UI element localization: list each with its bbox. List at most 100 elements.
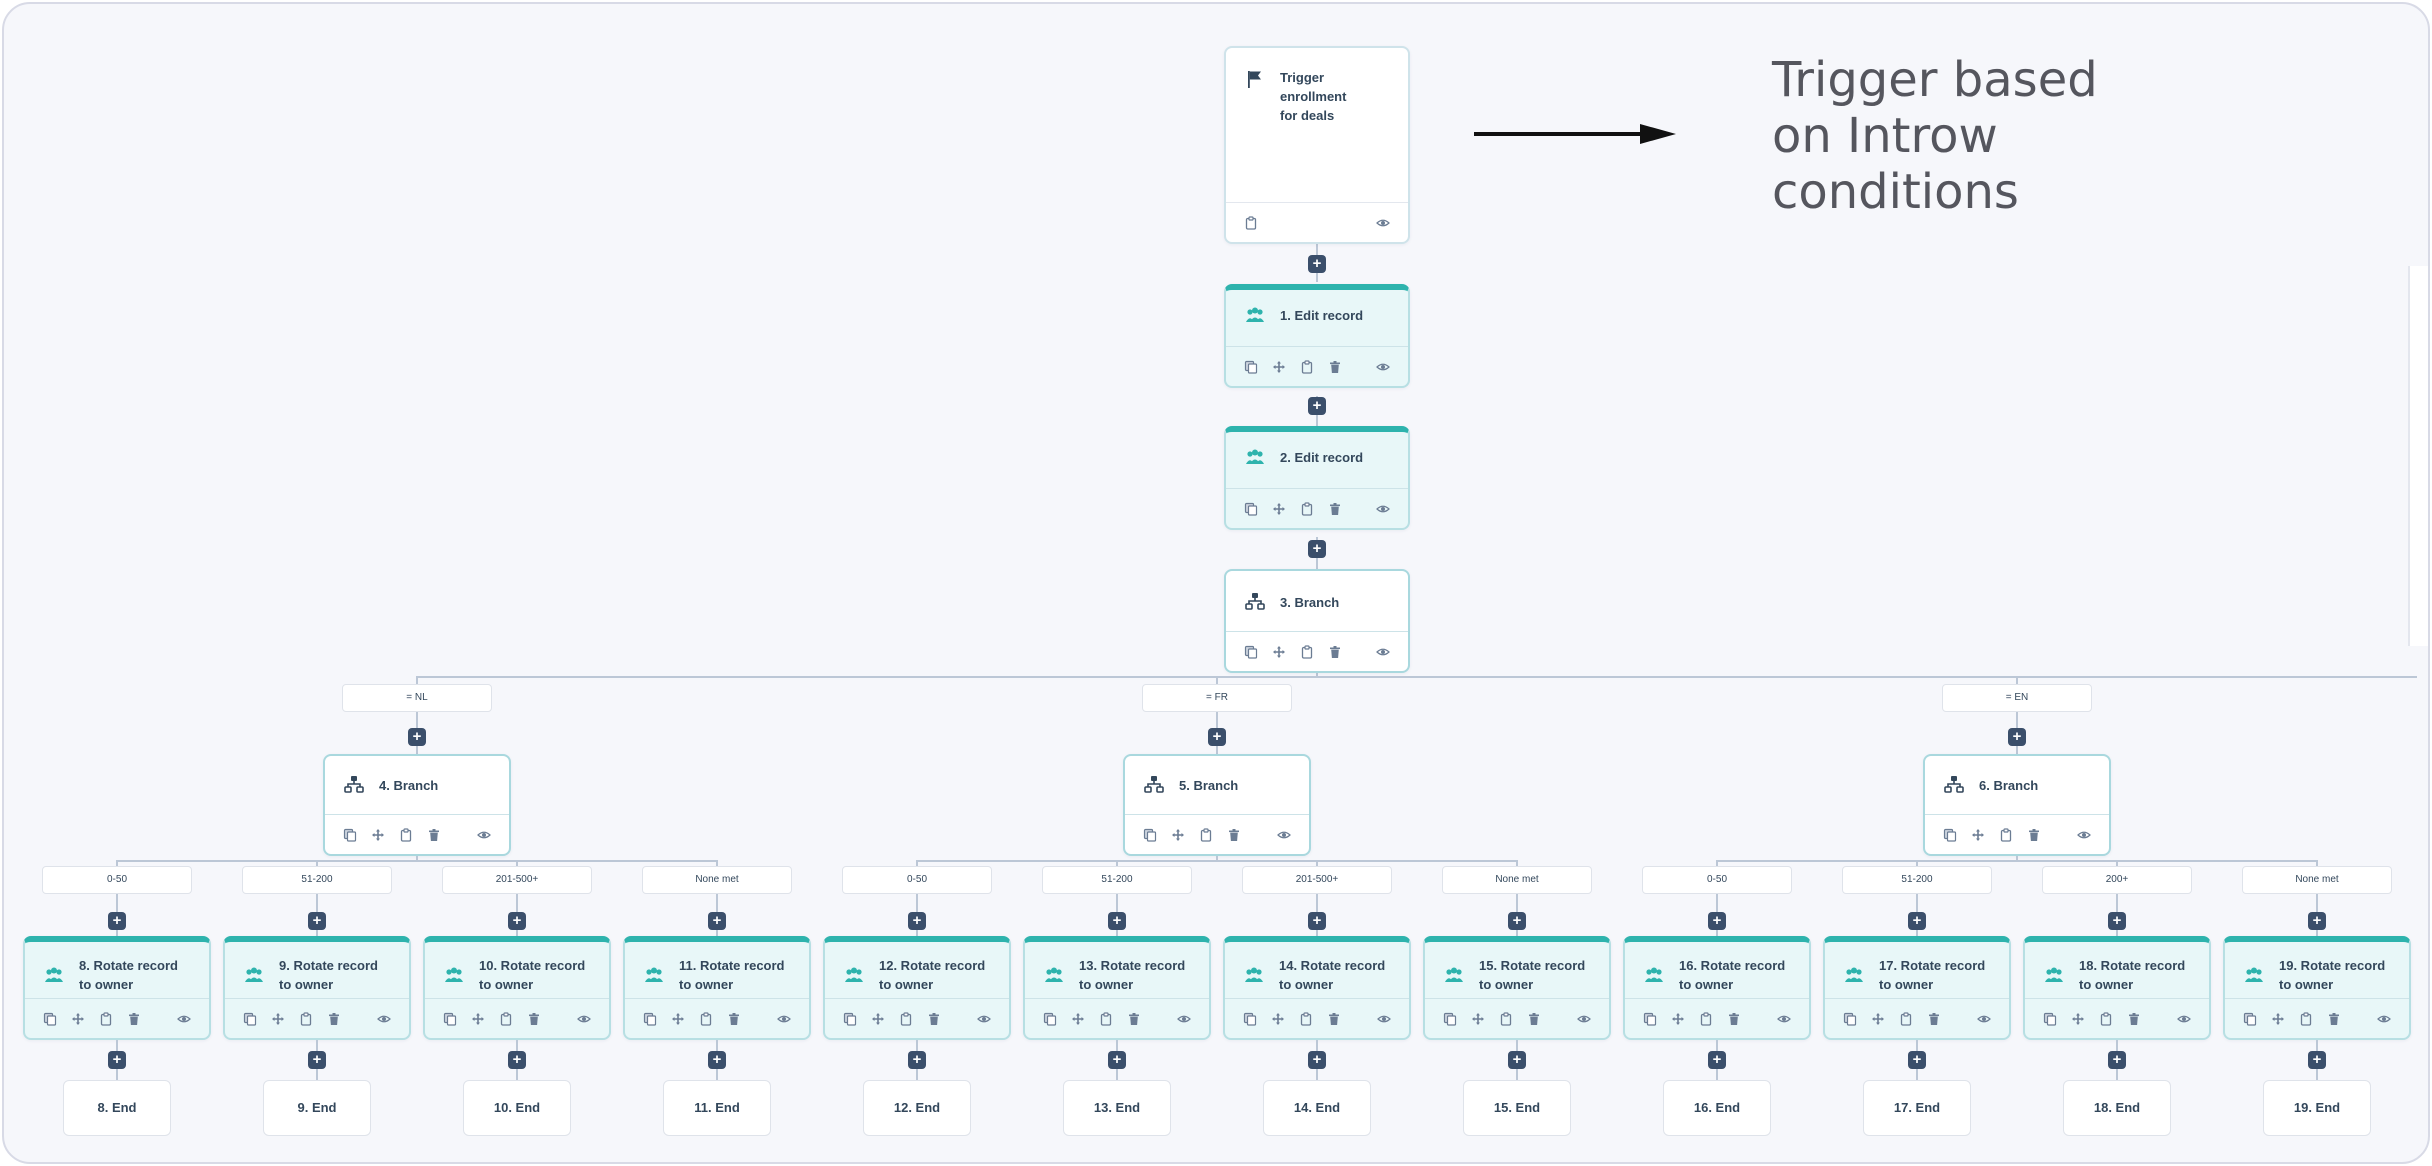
branch-condition-label[interactable]: = FR — [1142, 684, 1292, 712]
add-step-button[interactable]: + — [508, 1051, 526, 1069]
move-icon[interactable] — [2269, 1010, 2287, 1028]
eye-icon[interactable] — [2375, 1010, 2393, 1028]
move-icon[interactable] — [1270, 643, 1288, 661]
end-node[interactable]: 16. End — [1663, 1080, 1771, 1136]
branch-condition-label[interactable]: 51-200 — [242, 866, 392, 894]
eye-icon[interactable] — [1374, 500, 1392, 518]
step-card-branch[interactable]: 4. Branch — [323, 754, 511, 856]
eye-icon[interactable] — [1775, 1010, 1793, 1028]
branch-condition-label[interactable]: 200+ — [2042, 866, 2192, 894]
move-icon[interactable] — [1269, 1010, 1287, 1028]
add-step-button[interactable]: + — [1908, 912, 1926, 930]
move-icon[interactable] — [1270, 358, 1288, 376]
add-step-button[interactable]: + — [1208, 728, 1226, 746]
add-step-button[interactable]: + — [2308, 912, 2326, 930]
add-step-button[interactable]: + — [1308, 540, 1326, 558]
clipboard-icon[interactable] — [1697, 1010, 1715, 1028]
add-step-button[interactable]: + — [308, 1051, 326, 1069]
delete-icon[interactable] — [1225, 826, 1243, 844]
delete-icon[interactable] — [1325, 1010, 1343, 1028]
delete-icon[interactable] — [725, 1010, 743, 1028]
move-icon[interactable] — [1469, 1010, 1487, 1028]
end-node[interactable]: 18. End — [2063, 1080, 2171, 1136]
eye-icon[interactable] — [1374, 358, 1392, 376]
step-card-edit-record[interactable]: 2. Edit record — [1224, 426, 1410, 530]
eye-icon[interactable] — [1975, 1010, 1993, 1028]
branch-condition-label[interactable]: = NL — [342, 684, 492, 712]
add-step-button[interactable]: + — [1308, 255, 1326, 273]
copy-icon[interactable] — [41, 1010, 59, 1028]
delete-icon[interactable] — [125, 1010, 143, 1028]
delete-icon[interactable] — [2025, 826, 2043, 844]
move-icon[interactable] — [269, 1010, 287, 1028]
clipboard-icon[interactable] — [697, 1010, 715, 1028]
add-step-button[interactable]: + — [1308, 912, 1326, 930]
clipboard-icon[interactable] — [1242, 214, 1260, 232]
branch-condition-label[interactable]: 0-50 — [1642, 866, 1792, 894]
delete-icon[interactable] — [2125, 1010, 2143, 1028]
eye-icon[interactable] — [1375, 1010, 1393, 1028]
eye-icon[interactable] — [175, 1010, 193, 1028]
add-step-button[interactable]: + — [708, 1051, 726, 1069]
end-node[interactable]: 15. End — [1463, 1080, 1571, 1136]
clipboard-icon[interactable] — [2097, 1010, 2115, 1028]
copy-icon[interactable] — [1141, 826, 1159, 844]
step-card-branch[interactable]: 3. Branch — [1224, 569, 1410, 673]
clipboard-icon[interactable] — [897, 1010, 915, 1028]
eye-icon[interactable] — [775, 1010, 793, 1028]
add-step-button[interactable]: + — [1108, 1051, 1126, 1069]
add-step-button[interactable]: + — [1308, 397, 1326, 415]
clipboard-icon[interactable] — [1298, 500, 1316, 518]
copy-icon[interactable] — [1242, 500, 1260, 518]
add-step-button[interactable]: + — [1308, 1051, 1326, 1069]
clipboard-icon[interactable] — [397, 826, 415, 844]
add-step-button[interactable]: + — [1508, 912, 1526, 930]
clipboard-icon[interactable] — [1897, 1010, 1915, 1028]
clipboard-icon[interactable] — [297, 1010, 315, 1028]
add-step-button[interactable]: + — [2108, 1051, 2126, 1069]
eye-icon[interactable] — [2175, 1010, 2193, 1028]
move-icon[interactable] — [1169, 826, 1187, 844]
eye-icon[interactable] — [475, 826, 493, 844]
eye-icon[interactable] — [375, 1010, 393, 1028]
delete-icon[interactable] — [925, 1010, 943, 1028]
delete-icon[interactable] — [1326, 500, 1344, 518]
add-step-button[interactable]: + — [108, 912, 126, 930]
add-step-button[interactable]: + — [2008, 728, 2026, 746]
copy-icon[interactable] — [441, 1010, 459, 1028]
copy-icon[interactable] — [841, 1010, 859, 1028]
end-node[interactable]: 13. End — [1063, 1080, 1171, 1136]
add-step-button[interactable]: + — [1908, 1051, 1926, 1069]
step-card-edit-record[interactable]: 1. Edit record — [1224, 284, 1410, 388]
move-icon[interactable] — [1069, 1010, 1087, 1028]
clipboard-icon[interactable] — [1297, 1010, 1315, 1028]
delete-icon[interactable] — [1125, 1010, 1143, 1028]
copy-icon[interactable] — [2241, 1010, 2259, 1028]
delete-icon[interactable] — [1525, 1010, 1543, 1028]
move-icon[interactable] — [869, 1010, 887, 1028]
copy-icon[interactable] — [1242, 358, 1260, 376]
copy-icon[interactable] — [1641, 1010, 1659, 1028]
step-card-branch[interactable]: 6. Branch — [1923, 754, 2111, 856]
step-card-branch[interactable]: 5. Branch — [1123, 754, 1311, 856]
eye-icon[interactable] — [1374, 214, 1392, 232]
add-step-button[interactable]: + — [708, 912, 726, 930]
move-icon[interactable] — [1869, 1010, 1887, 1028]
add-step-button[interactable]: + — [1108, 912, 1126, 930]
move-icon[interactable] — [2069, 1010, 2087, 1028]
move-icon[interactable] — [1669, 1010, 1687, 1028]
move-icon[interactable] — [1270, 500, 1288, 518]
copy-icon[interactable] — [1441, 1010, 1459, 1028]
branch-condition-label[interactable]: 0-50 — [842, 866, 992, 894]
clipboard-icon[interactable] — [2297, 1010, 2315, 1028]
move-icon[interactable] — [1969, 826, 1987, 844]
